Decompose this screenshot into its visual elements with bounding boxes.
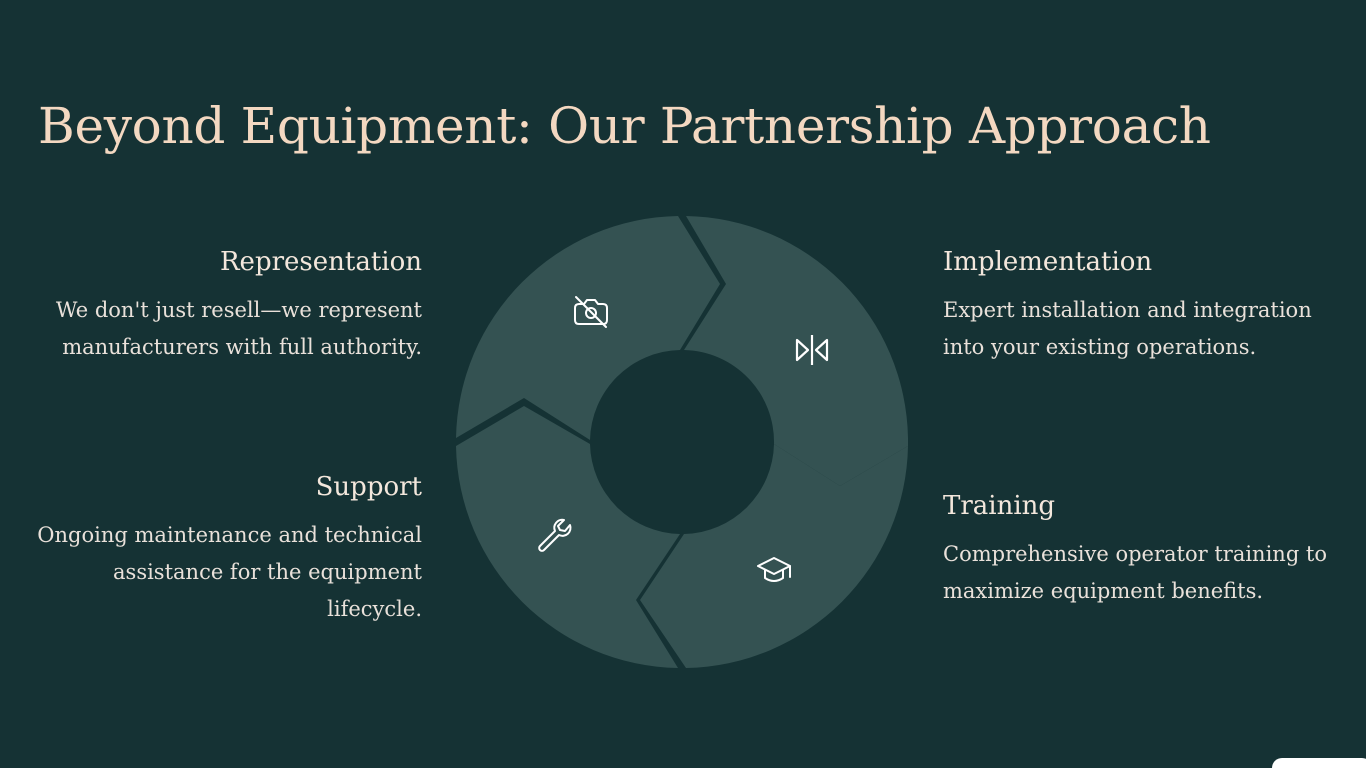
representation-description: We don't just resell—we represent manufa… <box>55 297 422 359</box>
implementation-block: Implementation Expert installation and i… <box>943 246 1343 366</box>
cycle-segment-representation <box>456 216 720 440</box>
slide-title: Beyond Equipment: Our Partnership Approa… <box>38 97 1211 155</box>
cycle-segment-support <box>456 406 680 668</box>
flip-horizontal-icon <box>795 335 829 365</box>
wrench-icon <box>538 518 572 552</box>
support-description: Ongoing maintenance and technical assist… <box>37 522 422 621</box>
representation-heading: Representation <box>219 247 422 277</box>
implementation-heading: Implementation <box>943 247 1153 277</box>
training-block: Training Comprehensive operator training… <box>943 490 1343 610</box>
support-block: Support Ongoing maintenance and technica… <box>22 471 422 628</box>
graduation-cap-icon <box>757 557 791 582</box>
training-description: Comprehensive operator training to maxim… <box>943 541 1328 603</box>
partnership-cycle-diagram <box>456 216 908 668</box>
training-heading: Training <box>943 491 1056 521</box>
support-heading: Support <box>315 472 422 502</box>
representation-block: Representation We don't just resell—we r… <box>22 246 422 366</box>
implementation-description: Expert installation and integration into… <box>943 297 1312 359</box>
camera-off-icon <box>574 296 608 328</box>
corner-widget[interactable] <box>1272 758 1366 768</box>
cycle-segment-training <box>640 444 908 668</box>
